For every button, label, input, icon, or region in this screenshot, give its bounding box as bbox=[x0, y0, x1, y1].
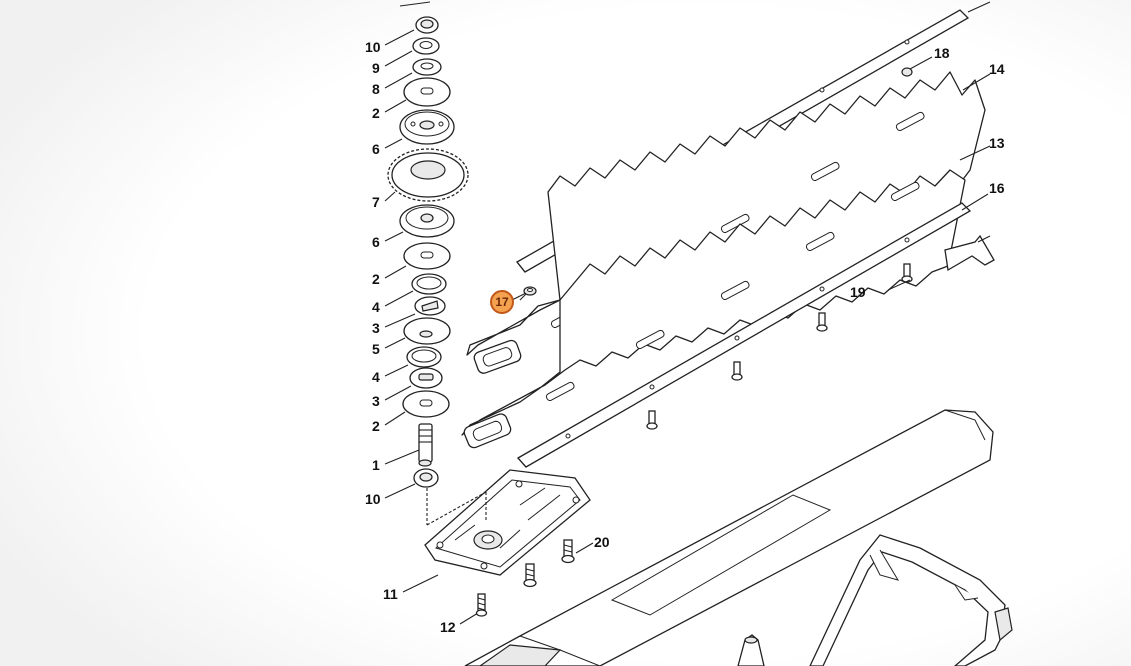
part-ring-4a bbox=[411, 273, 447, 295]
label-14: 14 bbox=[989, 61, 1005, 77]
part-washer-17 bbox=[523, 286, 537, 296]
highlight-17[interactable]: 17 bbox=[490, 290, 514, 314]
right-leader-lines bbox=[511, 56, 991, 301]
label-2c: 2 bbox=[372, 418, 380, 434]
part-blade-lower bbox=[461, 169, 966, 449]
label-4a: 4 bbox=[372, 299, 380, 315]
label-7: 7 bbox=[372, 194, 380, 210]
part-bearing-bottom bbox=[413, 468, 439, 488]
label-6a: 6 bbox=[372, 141, 380, 157]
part-gear-7 bbox=[387, 148, 469, 202]
part-screw-20b bbox=[523, 563, 537, 588]
label-17: 17 bbox=[495, 295, 509, 309]
part-disc-3a bbox=[414, 296, 446, 316]
part-gear-housing bbox=[424, 469, 591, 576]
label-19: 19 bbox=[850, 284, 866, 300]
blade-screws bbox=[646, 263, 913, 430]
label-13: 13 bbox=[989, 135, 1005, 151]
part-plate-2a bbox=[403, 77, 451, 107]
part-screw-20a bbox=[561, 539, 575, 564]
part-knob bbox=[737, 634, 765, 666]
label-6b: 6 bbox=[372, 234, 380, 250]
label-5: 5 bbox=[372, 341, 380, 357]
part-washer-9 bbox=[412, 37, 440, 55]
part-cam-6b bbox=[399, 204, 455, 238]
label-16: 16 bbox=[989, 180, 1005, 196]
label-4b: 4 bbox=[372, 369, 380, 385]
label-10b: 10 bbox=[365, 491, 381, 507]
part-screw-12 bbox=[475, 593, 488, 617]
part-cam-6a bbox=[399, 109, 455, 145]
gear-stack bbox=[387, 1, 469, 488]
part-plate-2b bbox=[403, 242, 451, 270]
part-bottom-rail bbox=[516, 202, 972, 468]
label-20: 20 bbox=[594, 534, 610, 550]
label-10a: 10 bbox=[365, 39, 381, 55]
part-plate-2c bbox=[402, 390, 450, 418]
label-3a: 3 bbox=[372, 320, 380, 336]
label-8: 8 bbox=[372, 81, 380, 97]
highlight-badge[interactable] bbox=[490, 290, 514, 314]
part-guard-tip bbox=[944, 234, 995, 272]
label-9: 9 bbox=[372, 60, 380, 76]
part-labels: 10 9 8 2 6 7 6 2 4 3 5 4 3 2 1 10 11 12 … bbox=[365, 39, 1005, 635]
part-ring-4b bbox=[406, 346, 442, 368]
label-2b: 2 bbox=[372, 271, 380, 287]
part-disc-5 bbox=[403, 317, 451, 345]
label-2a: 2 bbox=[372, 105, 380, 121]
part-bearing-top bbox=[415, 16, 439, 34]
part-disc-8 bbox=[412, 58, 442, 76]
part-blade-housing bbox=[464, 409, 994, 666]
label-12: 12 bbox=[440, 619, 456, 635]
stack-leader-lines bbox=[384, 29, 594, 625]
label-1: 1 bbox=[372, 457, 380, 473]
label-3b: 3 bbox=[372, 393, 380, 409]
part-disc-3b bbox=[409, 367, 443, 389]
part-shaft-1 bbox=[418, 423, 433, 467]
part-handle bbox=[809, 534, 1013, 666]
label-11: 11 bbox=[383, 586, 398, 602]
label-18: 18 bbox=[934, 45, 950, 61]
